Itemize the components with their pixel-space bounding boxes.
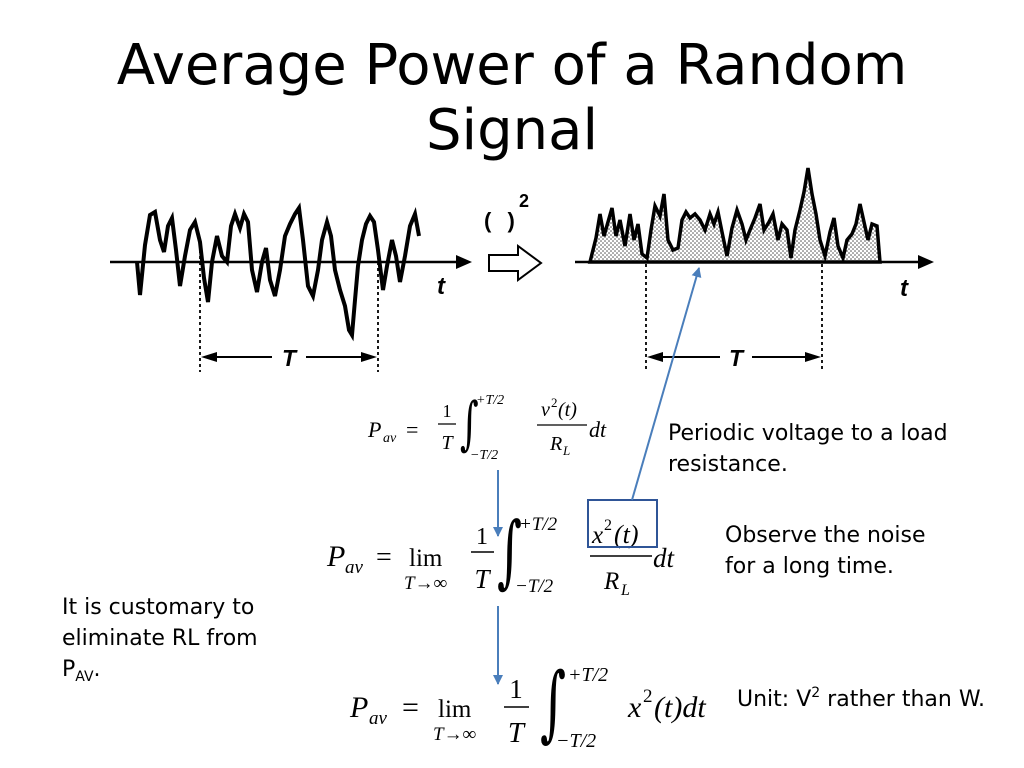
equation-finite-average-power: P av = 1 T ∫ +T/2 −T/2 v 2 (t) R L dt — [367, 390, 607, 463]
eq-coef-denominator: T — [508, 717, 526, 749]
equation-normalized-average-power: P av = lim T→∞ 1 T ∫ +T/2 −T/2 x 2 (t)dt — [349, 656, 706, 752]
squaring-parentheses: ( ) — [484, 208, 520, 233]
power-symbol-subscript: AV — [75, 669, 94, 685]
note-symbol-line: PAV. — [62, 654, 258, 688]
hollow-right-arrow-icon — [488, 244, 543, 282]
squared-signal-plot: T t — [575, 167, 934, 372]
note-line: It is customary to — [62, 595, 255, 620]
eq-denominator-subscript: L — [620, 582, 630, 599]
eq-numerator-argument: (t) — [558, 399, 577, 421]
note-observe-noise: Observe the noise for a long time. — [725, 520, 925, 582]
eq-lhs: P — [367, 417, 381, 442]
eq-numerator-argument: (t) — [614, 520, 639, 549]
eq-coef-numerator: 1 — [476, 524, 488, 550]
callout-arrow-to-squared-signal — [631, 267, 702, 501]
eq-coef-numerator: 1 — [443, 401, 452, 421]
eq-numerator-variable: v — [541, 399, 550, 421]
eq-numerator-exponent: 2 — [604, 517, 612, 534]
eq-coef-denominator: T — [441, 432, 454, 454]
random-signal-waveform — [135, 202, 421, 342]
eq-integrand-exponent: 2 — [643, 686, 653, 707]
note-line: for a long time. — [725, 554, 894, 579]
note-line: Observe the noise — [725, 523, 926, 548]
time-axis-label: t — [900, 275, 909, 302]
eq-limit-subscript: T→∞ — [404, 573, 447, 594]
random-signal-plot: T t — [110, 202, 472, 372]
eq-lhs: P — [349, 691, 368, 724]
eq-denominator-subscript: L — [562, 443, 570, 458]
period-label: T — [282, 345, 298, 371]
power-symbol: P — [62, 657, 76, 682]
eq-integrand-variable: x — [627, 691, 642, 724]
note-line: eliminate RL from — [62, 626, 258, 651]
eq-differential: dt — [653, 543, 676, 573]
time-axis-label: t — [437, 273, 446, 300]
note-periodic-voltage: Periodic voltage to a load resistance. — [668, 418, 948, 480]
eq-differential: dt — [589, 417, 607, 442]
note-unit: Unit: V2 rather than W. — [737, 684, 985, 718]
period-arrow-right-head — [805, 352, 821, 362]
period-arrow-left-head — [647, 352, 663, 362]
unit-exponent: 2 — [811, 685, 821, 701]
unit-prefix: Unit: V — [737, 687, 812, 712]
slide-title: Average Power of a Random Signal — [116, 33, 908, 163]
integral-sign: ∫ — [460, 390, 479, 457]
eq-lhs-subscript: av — [383, 431, 397, 446]
eq-numerator-variable: x — [591, 522, 603, 549]
equation-limit-average-power: P av = lim T→∞ 1 T ∫ +T/2 −T/2 x 2 (t) R… — [326, 499, 676, 599]
note-customary: It is customary to eliminate RL from PAV… — [62, 592, 258, 688]
eq-denominator-variable: R — [549, 433, 562, 455]
squaring-operator: ( ) 2 — [484, 191, 543, 282]
eq-coef-denominator: T — [474, 564, 491, 594]
time-axis-arrowhead — [456, 255, 472, 269]
unit-suffix: rather than W. — [820, 687, 986, 712]
integral-sign: ∫ — [540, 656, 566, 752]
note-unit-line: Unit: V2 rather than W. — [737, 684, 985, 718]
note-line: Periodic voltage to a load — [668, 421, 948, 446]
eq-coef-numerator: 1 — [509, 674, 523, 704]
note-line: resistance. — [668, 452, 788, 477]
highlight-box — [587, 499, 658, 548]
eq-equals: = — [406, 417, 418, 442]
eq-upper-limit: +T/2 — [476, 393, 504, 408]
integral-sign: ∫ — [497, 505, 522, 597]
eq-integrand-rest: (t)dt — [654, 691, 706, 724]
squaring-exponent: 2 — [519, 191, 529, 211]
eq-lower-limit: −T/2 — [515, 576, 554, 597]
eq-limit: lim — [438, 696, 472, 723]
eq-numerator-exponent: 2 — [551, 395, 558, 410]
eq-lower-limit: −T/2 — [556, 730, 596, 752]
squared-signal-waveform — [587, 167, 882, 264]
time-axis-arrowhead — [918, 255, 934, 269]
eq-upper-limit: +T/2 — [568, 664, 608, 686]
period-arrow-left-head — [201, 352, 217, 362]
eq-equals: = — [402, 691, 419, 724]
period-label: T — [729, 345, 745, 371]
eq-limit-subscript: T→∞ — [433, 724, 476, 745]
eq-upper-limit: +T/2 — [519, 514, 558, 535]
eq-denominator-variable: R — [603, 568, 619, 595]
period-arrow-right-head — [361, 352, 377, 362]
eq-limit: lim — [409, 545, 443, 572]
eq-lhs-subscript: av — [345, 557, 364, 578]
eq-lhs: P — [326, 540, 345, 573]
eq-equals: = — [376, 542, 392, 573]
eq-lower-limit: −T/2 — [470, 448, 498, 463]
sentence-end: . — [93, 657, 101, 682]
eq-lhs-subscript: av — [369, 708, 388, 729]
